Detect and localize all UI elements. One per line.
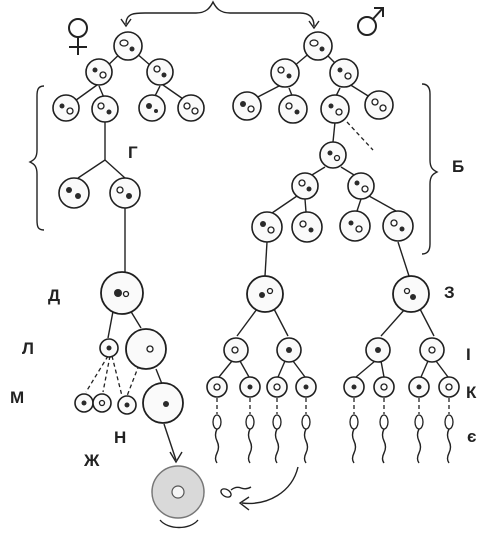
label-k: К — [466, 383, 477, 402]
male-spermatogonium-3a — [232, 91, 262, 121]
male-spermatogonium-6a — [251, 211, 283, 243]
sperm-1 — [212, 398, 222, 464]
female-oogonium-3c — [138, 94, 166, 122]
female-oogonium-2b — [146, 58, 174, 86]
spermatid-6 — [373, 376, 395, 398]
polar-body-n — [117, 395, 137, 415]
secondary-oocyte — [125, 328, 167, 370]
spermatid-2 — [239, 376, 261, 398]
polar-body-m1 — [74, 393, 94, 413]
secondary-spermatocyte-3 — [365, 337, 391, 363]
label-n: Н — [114, 428, 126, 447]
female-growth-cell-2 — [109, 177, 141, 209]
label-l: Л — [22, 339, 34, 358]
male-symbol-icon — [357, 7, 384, 36]
brace-arrow-right — [308, 20, 320, 30]
male-spermatogonium-5a — [291, 172, 319, 200]
label-i: І — [466, 345, 471, 364]
male-spermatogonium-6d — [382, 210, 414, 242]
label-z: З — [444, 283, 455, 302]
sperm-3 — [272, 398, 282, 464]
spermatid-1 — [206, 376, 228, 398]
female-oogonium-1 — [113, 31, 143, 61]
female-oogonium-3d — [177, 94, 205, 122]
mature-ovum — [142, 382, 184, 424]
male-spermatogonium-5b — [347, 172, 375, 200]
primary-spermatocyte-1 — [246, 275, 284, 313]
spermatid-5 — [343, 376, 365, 398]
male-spermatogonium-4 — [319, 141, 347, 169]
label-g: Г — [128, 143, 138, 162]
sperm-2 — [245, 398, 255, 464]
female-oogonium-2a — [85, 58, 113, 86]
secondary-spermatocyte-2 — [276, 337, 302, 363]
male-spermatogonium-6b — [291, 211, 323, 243]
label-ye: є — [467, 427, 476, 446]
polar-body-m2 — [92, 393, 112, 413]
sperm-8 — [444, 398, 454, 464]
label-d: Д — [48, 286, 60, 305]
sperm-6 — [379, 398, 389, 464]
brace-arrow-left — [120, 18, 132, 28]
female-oogonium-3b — [91, 95, 119, 123]
male-spermatogonium-3d — [364, 90, 394, 120]
fertilized-egg — [151, 465, 205, 529]
spermatid-8 — [438, 376, 460, 398]
label-b: Б — [452, 157, 464, 176]
right-bracket — [421, 83, 439, 255]
male-spermatogonium-2a — [270, 58, 300, 88]
spermatid-4 — [295, 376, 317, 398]
primary-spermatocyte-2 — [392, 275, 430, 313]
sperm-7 — [414, 398, 424, 464]
female-symbol-icon — [68, 18, 88, 55]
left-bracket — [28, 85, 45, 231]
sperm-4 — [301, 398, 311, 464]
sperm-5 — [349, 398, 359, 464]
label-m: М — [10, 388, 24, 407]
label-zh: Ж — [83, 451, 100, 470]
spermatozoa — [212, 398, 454, 498]
spermatid-3 — [266, 376, 288, 398]
male-spermatogonium-6c — [339, 210, 371, 242]
female-oogonium-3a — [52, 94, 80, 122]
primary-oocyte — [100, 271, 144, 315]
secondary-spermatocyte-1 — [223, 337, 249, 363]
top-curly-brace — [125, 0, 315, 27]
female-growth-cell-1 — [58, 177, 90, 209]
secondary-spermatocyte-4 — [419, 337, 445, 363]
male-spermatogonium-1 — [303, 31, 333, 61]
sperm-near-egg — [220, 486, 252, 498]
first-polar-body — [99, 338, 119, 358]
male-spermatogonium-3b — [278, 94, 308, 124]
spermatid-7 — [408, 376, 430, 398]
male-spermatogonium-2b — [329, 58, 359, 88]
male-spermatogonium-3c — [320, 94, 350, 124]
